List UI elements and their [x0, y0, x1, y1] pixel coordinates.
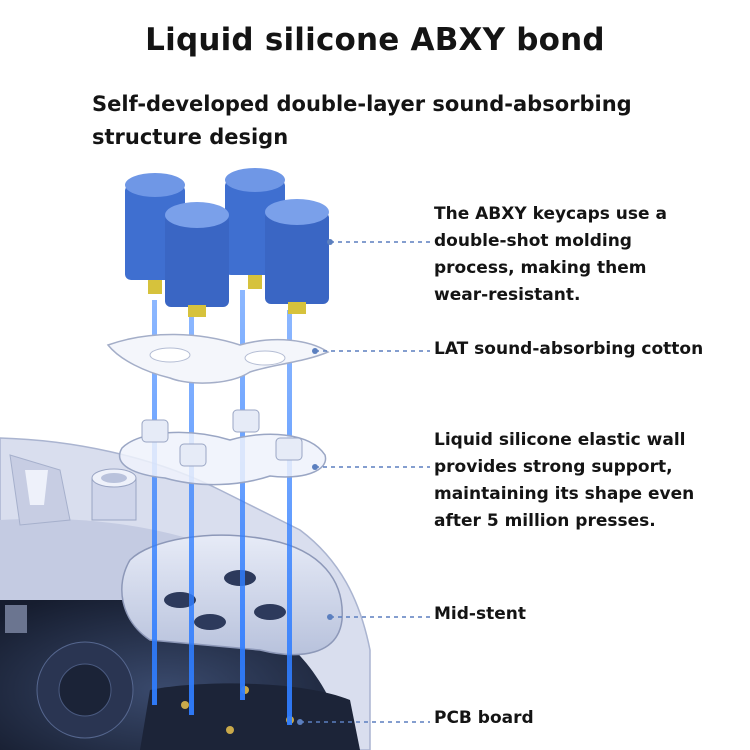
- silicone-elastic-wall: [119, 409, 327, 486]
- light-beams: [152, 290, 292, 725]
- leader-lines: [300, 241, 430, 723]
- callout-pcb: PCB board: [434, 705, 534, 732]
- leader-dot-silicone: [312, 464, 318, 470]
- sound-absorbing-cotton: [106, 333, 330, 384]
- pcb-board: [140, 683, 360, 750]
- subtitle-line-2: structure design: [92, 125, 289, 149]
- button-post-left: [91, 468, 137, 521]
- leader-dot-cotton: [312, 348, 318, 354]
- callout-keycaps-line-3: process, making them: [434, 258, 647, 278]
- callout-silicone-line-4: after 5 million presses.: [434, 511, 656, 531]
- subtitle-line-1: Self-developed double-layer sound-absorb…: [92, 92, 632, 116]
- callout-cotton-line-1: LAT sound-absorbing cotton: [434, 339, 704, 359]
- callout-keycaps-line-1: The ABXY keycaps use a: [434, 204, 667, 224]
- callout-keycaps-line-2: double-shot molding: [434, 231, 632, 251]
- leader-dot-keycaps: [327, 239, 333, 245]
- keycap-front-right: [265, 199, 329, 314]
- leader-dot-midstent: [327, 614, 333, 620]
- page-title: Liquid silicone ABXY bond: [145, 22, 605, 58]
- leader-dots: [297, 239, 333, 725]
- callout-silicone: Liquid silicone elastic wall provides st…: [434, 427, 694, 535]
- callout-pcb-line-1: PCB board: [434, 708, 534, 728]
- page-subtitle: Self-developed double-layer sound-absorb…: [92, 88, 732, 154]
- keycap-front-left: [165, 202, 229, 317]
- callout-cotton: LAT sound-absorbing cotton: [434, 336, 703, 363]
- callout-midstent: Mid-stent: [434, 601, 526, 628]
- callout-silicone-line-2: provides strong support,: [434, 457, 673, 477]
- callout-silicone-line-1: Liquid silicone elastic wall: [434, 430, 686, 450]
- leader-dot-pcb: [297, 719, 303, 725]
- callout-keycaps: The ABXY keycaps use a double-shot moldi…: [434, 201, 667, 309]
- callout-keycaps-line-4: wear-resistant.: [434, 285, 581, 305]
- callout-midstent-line-1: Mid-stent: [434, 604, 526, 624]
- abxy-keycaps: [125, 168, 329, 317]
- callout-silicone-line-3: maintaining its shape even: [434, 484, 695, 504]
